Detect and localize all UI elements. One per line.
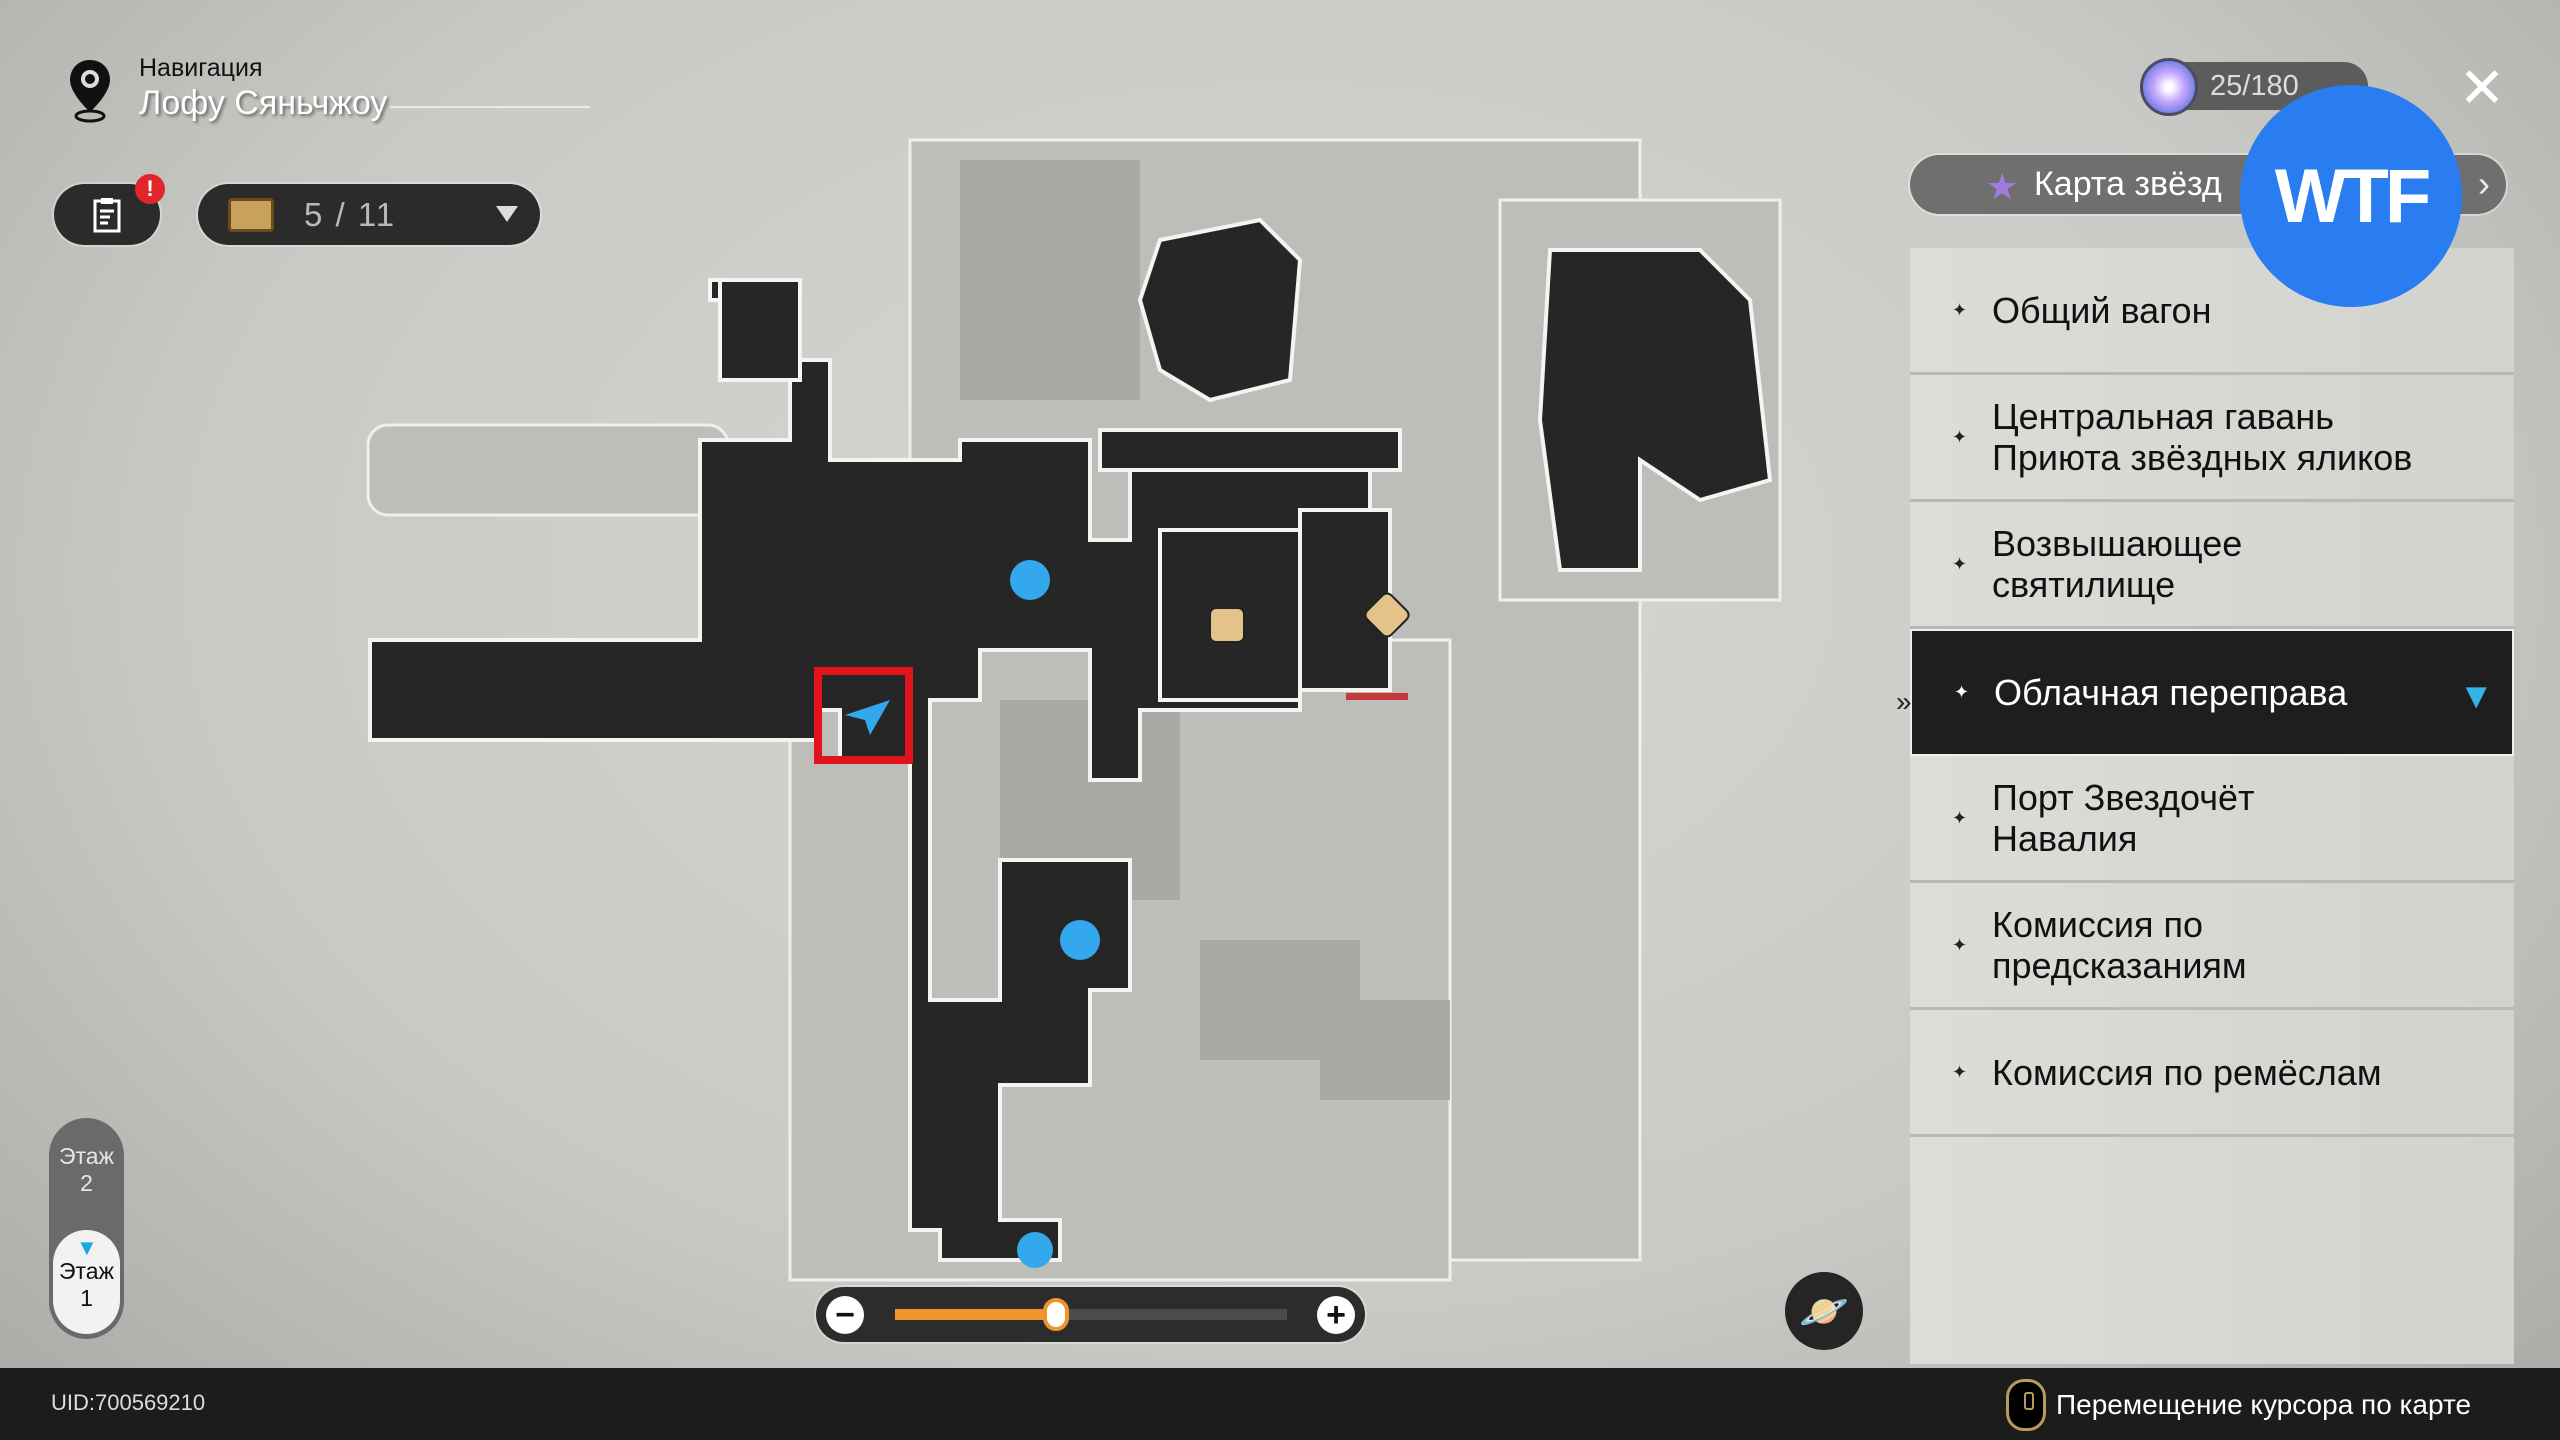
location-item[interactable]: ✦Порт Звездочёт Навалия <box>1910 756 2514 883</box>
floor-label: Этаж <box>59 1258 114 1284</box>
planet-switch-button[interactable]: 🪐 <box>1785 1272 1863 1350</box>
chest-count: 5 / 11 <box>304 195 397 233</box>
zoom-out-button[interactable]: − <box>826 1296 864 1334</box>
diamond-icon: ✦ <box>1954 682 1970 702</box>
floor-number: 1 <box>80 1285 93 1311</box>
teleport-icon[interactable] <box>1060 920 1100 960</box>
teleport-icon[interactable] <box>1010 560 1050 600</box>
current-location-marker-icon: ▼ <box>2458 675 2494 716</box>
selection-arrow-icon: » <box>1896 686 1912 717</box>
zoom-slider-fill <box>895 1309 1056 1320</box>
player-highlight-box <box>814 667 913 764</box>
diamond-icon: ✦ <box>1952 426 1968 447</box>
floor-label: Этаж <box>59 1143 114 1169</box>
mouse-move-icon <box>2006 1379 2046 1431</box>
diamond-icon: ✦ <box>1952 553 1968 574</box>
clipboard-icon <box>93 197 121 232</box>
diamond-icon: ✦ <box>1952 807 1968 828</box>
uid-label: UID:700569210 <box>51 1390 206 1415</box>
red-barrier <box>1346 693 1408 700</box>
zoom-control: − + <box>816 1287 1365 1342</box>
hint-text: Перемещение курсора по карте <box>2056 1389 2472 1420</box>
player-arrow-icon <box>845 700 890 735</box>
location-item[interactable]: ✦Возвышающее святилище <box>1910 502 2514 629</box>
divider <box>390 106 590 108</box>
dropdown-triangle-icon <box>496 206 518 222</box>
control-hint: Перемещение курсора по карте <box>2006 1379 2472 1431</box>
watermark-logo: WTF <box>2240 85 2462 307</box>
chest-counter-dropdown[interactable]: 5 / 11 <box>198 184 540 245</box>
star-icon: ★ <box>1986 166 2019 207</box>
alert-badge: ! <box>135 174 165 204</box>
star-map-label: Карта звёзд <box>2034 165 2222 203</box>
location-item[interactable]: ✦Комиссия по предсказаниям <box>1910 883 2514 1010</box>
teleport-icon[interactable] <box>1017 1232 1053 1268</box>
floor-number: 2 <box>80 1170 93 1196</box>
close-icon[interactable]: ✕ <box>2458 56 2506 119</box>
current-floor-marker-icon: ▼ <box>76 1235 98 1260</box>
diamond-icon: ✦ <box>1952 934 1968 955</box>
location-item[interactable]: ✦Центральная гавань Приюта звёздных ялик… <box>1910 375 2514 502</box>
location-list: ✦Общий вагон ✦Центральная гавань Приюта … <box>1910 248 2514 1364</box>
chevron-right-icon: › <box>2478 163 2490 204</box>
map-pin-icon <box>70 60 110 123</box>
puzzle-icon[interactable] <box>1363 591 1411 639</box>
treasure-chest-icon <box>228 197 274 232</box>
location-item-selected[interactable]: ✦Облачная переправа▼ <box>1910 629 2514 756</box>
zoom-in-button[interactable]: + <box>1317 1296 1355 1334</box>
location-item[interactable]: ✦Комиссия по ремёслам <box>1910 1010 2514 1137</box>
zoom-slider-handle[interactable] <box>1042 1298 1069 1331</box>
puzzle-icon[interactable] <box>1209 607 1245 643</box>
diamond-icon: ✦ <box>1952 299 1968 320</box>
footer-bar <box>0 1368 2560 1440</box>
navigation-label: Навигация <box>139 54 263 82</box>
planet-icon: 🪐 <box>1799 1289 1849 1334</box>
trailblaze-power-icon <box>2140 58 2198 116</box>
diamond-icon: ✦ <box>1952 1061 1968 1082</box>
location-item[interactable]: ✦Общий вагон <box>1910 248 2514 375</box>
location-title: Лофу Сяньчжоу <box>139 84 388 122</box>
zoom-slider[interactable] <box>895 1298 1287 1331</box>
power-value: 25/180 <box>2210 69 2299 102</box>
